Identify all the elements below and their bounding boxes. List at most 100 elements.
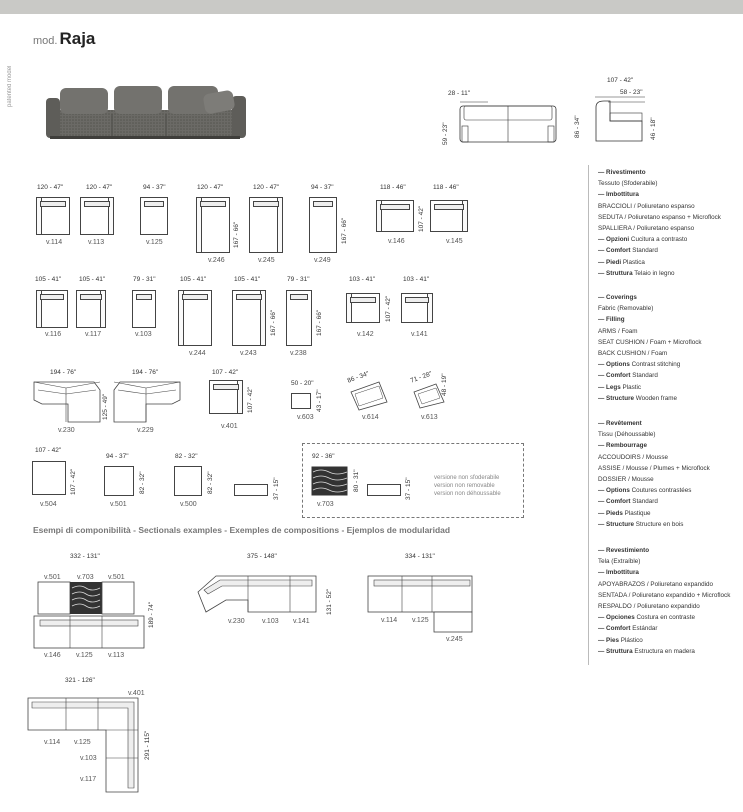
spec-line: DOSSIER / Mousse (598, 474, 743, 485)
module-v614 (350, 381, 388, 411)
dim-label: 103 - 41" (349, 276, 376, 283)
spec-text: BRACCIOLI / Poliuretano espanso (598, 202, 695, 210)
module-code: v.113 (108, 652, 125, 659)
spec-text: Costura en contraste (634, 614, 695, 622)
example-2 (197, 575, 317, 613)
dim-label: 105 - 41" (180, 276, 207, 283)
module-code: v.146 (388, 238, 405, 245)
module-code: v.245 (446, 636, 463, 643)
spec-line: — Comfort Standard (598, 245, 743, 256)
module-code: v.244 (189, 350, 206, 357)
spec-heading: — Opciones (598, 614, 635, 622)
spec-text: Plastique (622, 509, 651, 517)
module-code: v.125 (146, 239, 163, 246)
spec-heading: — Revestimiento (598, 547, 650, 554)
module-code: v.103 (80, 755, 97, 762)
dim-label: 82 - 32" (207, 471, 214, 494)
module-v249 (309, 197, 337, 253)
module-code: v.114 (381, 617, 398, 624)
spec-text: ACCOUDOIRS / Mousse (598, 453, 668, 461)
module-code: v.125 (412, 617, 429, 624)
module-code: v.141 (411, 331, 428, 338)
spec-line: APOYABRAZOS / Poliuretano expandido (598, 579, 743, 590)
module-code: v.401 (221, 423, 238, 430)
module-v229 (113, 381, 181, 423)
spec-text: Structure en bois (634, 520, 684, 528)
module-v243 (232, 290, 266, 346)
spec-line: ACCOUDOIRS / Mousse (598, 452, 743, 463)
front-height-label: 59 - 23" (442, 122, 449, 145)
module-v230 (33, 381, 101, 423)
spec-line: — Piedi Plastica (598, 257, 743, 268)
dim-label: 43 - 17" (316, 389, 323, 412)
examples-title: Esempi di componibilità - Sectionals exa… (33, 525, 451, 535)
dim-label: 167 - 66" (270, 309, 277, 336)
spec-text: ARMS / Foam (598, 327, 638, 335)
side-height-label: 46 - 18" (650, 117, 657, 140)
module-code: v.501 (44, 574, 61, 581)
dim-label: 131 - 52" (326, 588, 333, 615)
spec-text: SEDUTA / Poliuretano espanso + Microfloc… (598, 213, 721, 221)
example-3 (367, 575, 473, 633)
spec-line: — Struttura Telaio in legno (598, 268, 743, 279)
module-code: v.113 (88, 239, 105, 246)
module-v117 (76, 290, 106, 328)
module-v613 (413, 383, 445, 409)
spec-heading: — Filling (598, 316, 625, 324)
spec-heading: — Structure (598, 520, 635, 528)
spec-heading: — Rivestimento (598, 169, 646, 176)
dim-label: 107 - 42" (385, 295, 392, 322)
spec-heading: — Comfort (598, 625, 631, 633)
dim-label: 118 - 46" (433, 184, 459, 191)
dim-label: 37 - 15" (273, 477, 280, 500)
side-depth-inner: 58 - 23" (620, 89, 643, 96)
module-v245 (249, 197, 283, 253)
spec-text: SENTADA / Poliuretano expandido + Microf… (598, 591, 731, 599)
module-code: v.146 (44, 652, 61, 659)
spec-text: DOSSIER / Mousse (598, 476, 654, 484)
dim-label: 375 - 148" (247, 553, 277, 560)
spec-heading: — Rembourrage (598, 442, 647, 450)
dim-label: 120 - 47" (253, 184, 280, 191)
note-line: version non removable (434, 483, 495, 489)
spec-line: SEAT CUSHION / Foam + Microflock (598, 337, 743, 348)
front-width-label: 28 - 11" (448, 90, 471, 97)
module-v103 (132, 290, 156, 328)
note-line: version non déhoussable (434, 491, 501, 497)
module-code: v.229 (137, 427, 154, 434)
dim-label: 107 - 42" (247, 386, 254, 413)
module-code: v.117 (80, 776, 97, 783)
dim-label: 107 - 42" (70, 468, 77, 495)
spec-heading: — Legs (598, 383, 621, 391)
spec-line: — Struttura Estructura en madera (598, 646, 743, 657)
spec-text: Wooden frame (634, 394, 677, 402)
dim-label: 118 - 46" (380, 184, 406, 191)
spec-text: Telaio in legno (632, 269, 675, 277)
spec-heading: — Comfort (598, 372, 631, 380)
spec-heading: — Options (598, 487, 630, 495)
module-code: v.141 (293, 618, 310, 625)
module-code: v.249 (314, 257, 331, 264)
spec-line: — Pies Plástico (598, 635, 743, 646)
spec-heading: — Revêtement (598, 420, 642, 427)
spec-text: Estándar (630, 625, 658, 633)
patent-label: patented model (7, 65, 13, 107)
spec-line: BRACCIOLI / Poliuretano espanso (598, 201, 743, 212)
module-v238 (286, 290, 312, 346)
spec-line: — Comfort Standard (598, 370, 743, 381)
non-removable-note: versione non sfoderabile version non rem… (434, 474, 501, 498)
spec-heading: — Opzioni (598, 236, 630, 244)
module-code: v.501 (110, 501, 127, 508)
module-v500 (174, 466, 202, 496)
dim-label: 80 - 31" (353, 469, 360, 492)
spec-text: SEAT CUSHION / Foam + Microflock (598, 338, 702, 346)
dim-label: 332 - 131" (70, 553, 100, 560)
dim-label: 105 - 41" (35, 276, 62, 283)
spec-line: — Opciones Costura en contraste (598, 612, 743, 623)
spec-text: Plastica (621, 258, 645, 266)
spec-text: Plástico (619, 636, 643, 644)
page-title: mod.Raja (33, 29, 95, 49)
spec-line: SPALLIERA / Poliuretano espanso (598, 223, 743, 234)
dim-label: 50 - 20" (291, 380, 314, 387)
